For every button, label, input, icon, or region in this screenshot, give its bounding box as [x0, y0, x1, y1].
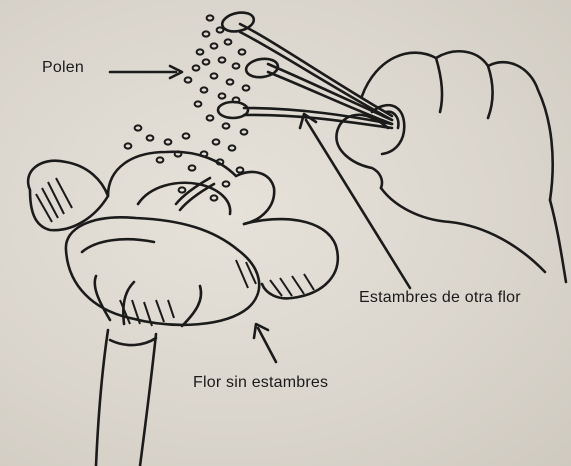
- flor-leader-line: [258, 328, 276, 362]
- polen-label: Polen: [42, 59, 84, 77]
- leader-lines: [110, 66, 410, 362]
- flower-drawing: [28, 152, 338, 466]
- hand-drawing: [336, 51, 566, 282]
- estambres-label: Estambres de otra flor: [359, 289, 521, 307]
- estambres-leader-line: [306, 120, 410, 288]
- flor-sin-estambres-label: Flor sin estambres: [193, 374, 328, 392]
- stamens-drawing: [218, 10, 392, 128]
